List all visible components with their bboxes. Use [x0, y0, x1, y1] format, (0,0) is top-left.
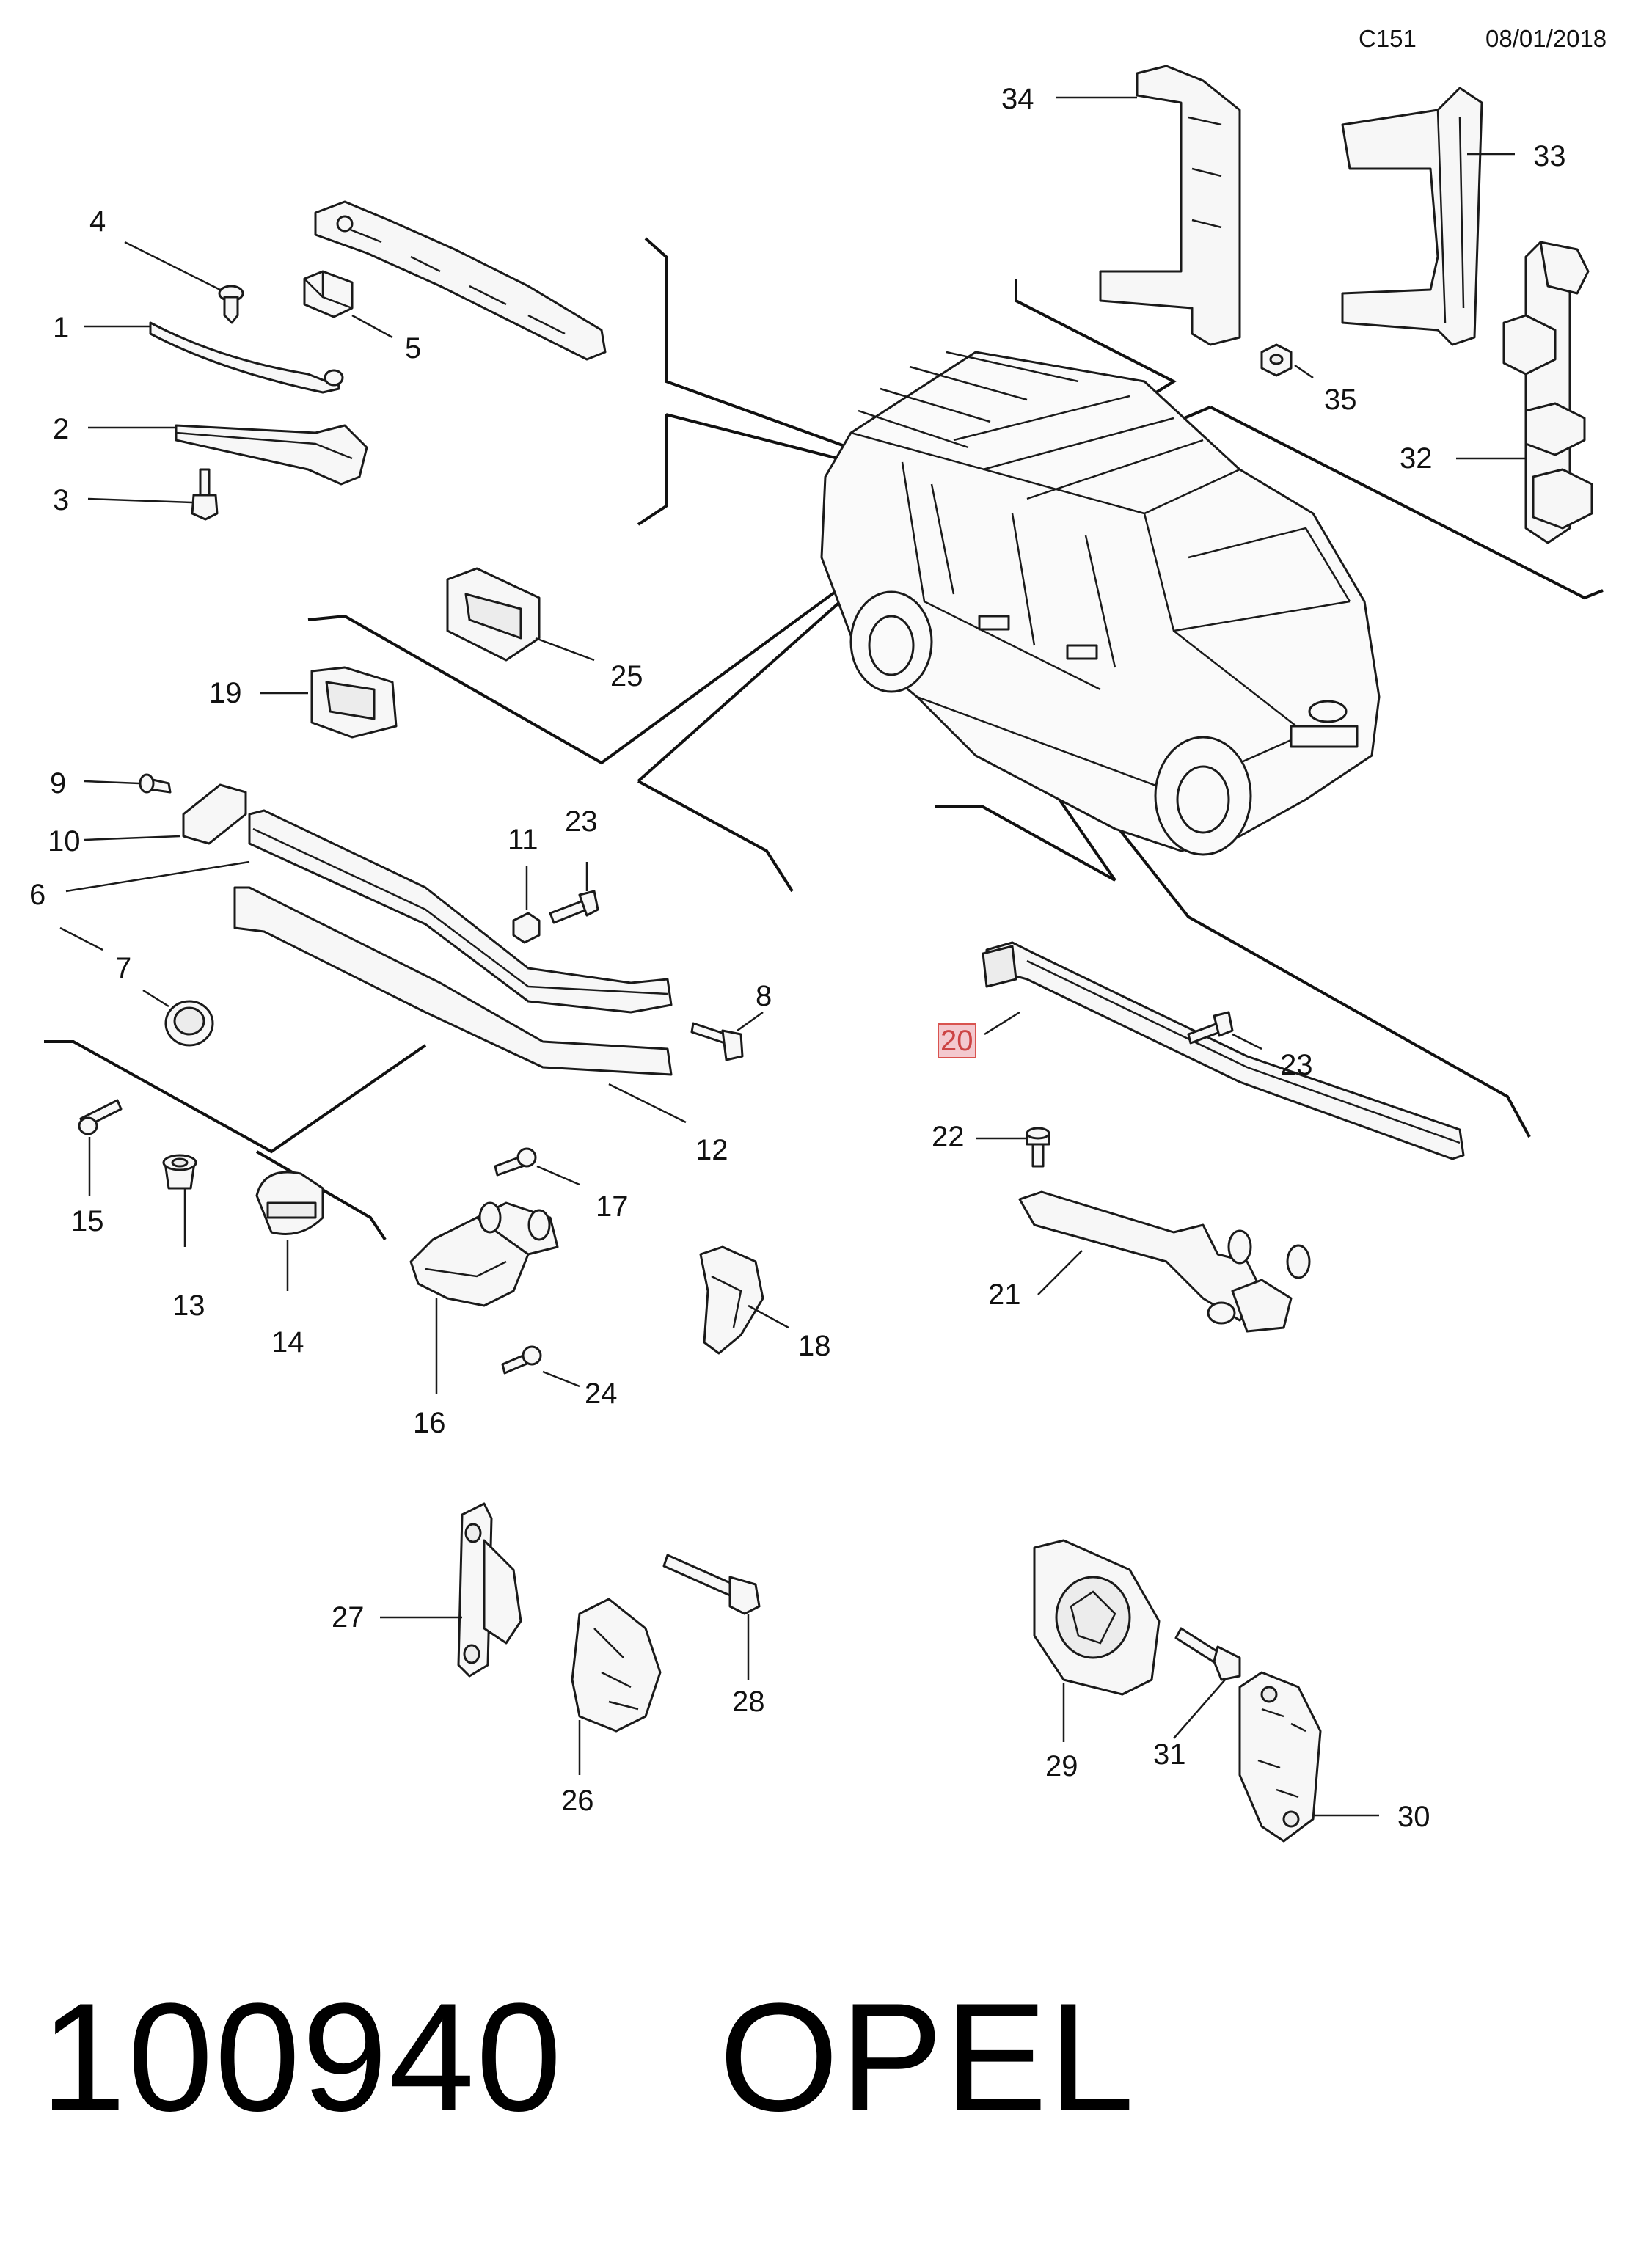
callout-33: 33	[1533, 140, 1566, 172]
callout-15: 15	[71, 1205, 104, 1237]
part-20-upper-track	[982, 941, 1465, 1160]
part-17-screw	[494, 1147, 580, 1186]
part-28-bolt	[662, 1554, 761, 1680]
callout-24: 24	[585, 1378, 618, 1410]
callout-10: 10	[48, 825, 81, 857]
part-19-guide	[260, 666, 398, 739]
callout-17: 17	[596, 1190, 629, 1223]
part-16-roller-assembly	[409, 1201, 559, 1394]
part-29-striker	[1033, 1539, 1161, 1742]
callout-20-highlight: 20	[938, 1023, 976, 1058]
part-30-plate	[1238, 1671, 1379, 1843]
callout-3: 3	[53, 484, 70, 516]
part-1-rod	[84, 321, 344, 394]
callout-28: 28	[732, 1686, 765, 1718]
callout-25: 25	[610, 660, 643, 692]
callout-5: 5	[405, 332, 422, 365]
part-2-bracket	[88, 424, 368, 486]
callout-7: 7	[115, 952, 132, 984]
part-8-bolt	[690, 1011, 764, 1061]
callout-31: 31	[1153, 1738, 1186, 1771]
part-26-bumper	[571, 1598, 662, 1775]
part-9-screw	[84, 773, 172, 794]
callout-12: 12	[695, 1134, 728, 1166]
callout-27: 27	[332, 1601, 365, 1634]
vehicle-illustration	[820, 351, 1381, 856]
part-34-stopper	[1056, 65, 1241, 346]
diagram-code: C151	[1359, 25, 1417, 52]
part-33-guide	[1341, 87, 1515, 346]
part-top-rail-bracket	[314, 200, 607, 361]
callout-18: 18	[798, 1330, 831, 1362]
brand-name: OPEL	[719, 1971, 1136, 2143]
callout-26: 26	[561, 1785, 594, 1817]
part-25-boot	[446, 567, 595, 662]
part-11-nut	[512, 866, 541, 944]
callout-8: 8	[756, 980, 772, 1012]
part-35-nut	[1260, 343, 1314, 379]
callout-34: 34	[1001, 83, 1034, 115]
part-32-window-regulator	[1456, 241, 1593, 544]
callout-19: 19	[209, 677, 242, 709]
part-18-bracket	[699, 1245, 789, 1355]
part-6-rail	[65, 809, 673, 1014]
part-15-bolt	[78, 1099, 123, 1196]
part-number: 100940	[40, 1971, 563, 2143]
part-22-screw	[976, 1127, 1050, 1168]
callout-1: 1	[53, 312, 70, 344]
callout-4: 4	[89, 205, 106, 238]
diagram-date: 08/01/2018	[1485, 25, 1607, 52]
part-10-clip	[84, 783, 247, 845]
part-14-clip	[255, 1171, 324, 1291]
part-7-cap	[59, 926, 214, 1047]
part-24-screw	[501, 1345, 580, 1388]
part-3-bolt	[87, 468, 219, 521]
callout-35: 35	[1324, 384, 1357, 416]
callout-23-right: 23	[1280, 1049, 1313, 1081]
part-31-bolt	[1173, 1627, 1241, 1739]
part-23-bolt-upper	[549, 862, 599, 924]
callout-23-upper: 23	[565, 805, 598, 838]
callout-32: 32	[1400, 442, 1433, 475]
callout-30: 30	[1397, 1801, 1430, 1833]
part-23-bolt-right	[1187, 1011, 1262, 1050]
part-13-rivnut	[162, 1154, 197, 1247]
part-5-block	[303, 270, 393, 339]
callout-16: 16	[413, 1407, 446, 1439]
part-4-screw	[124, 241, 244, 324]
callout-21: 21	[988, 1279, 1021, 1311]
callout-2: 2	[53, 413, 70, 445]
callout-29: 29	[1045, 1750, 1078, 1782]
callout-22: 22	[932, 1121, 965, 1153]
callout-6: 6	[29, 879, 46, 911]
callout-11: 11	[508, 824, 538, 856]
callout-13: 13	[172, 1290, 205, 1322]
part-27-striker-plate	[380, 1502, 522, 1678]
part-21-roller-arm	[1018, 1190, 1311, 1333]
callout-9: 9	[50, 767, 67, 800]
part-12-rail	[233, 886, 687, 1124]
callout-14: 14	[271, 1326, 304, 1358]
